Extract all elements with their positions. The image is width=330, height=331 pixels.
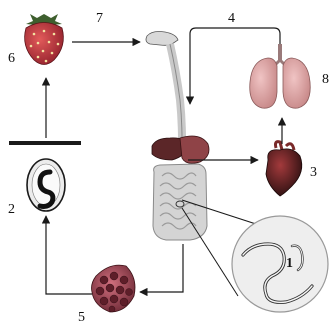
digestive-tract-icon (146, 32, 209, 241)
label-3: 3 (310, 166, 317, 180)
label-2: 2 (8, 203, 15, 217)
larvae-cluster-icon (92, 265, 136, 312)
lungs-icon (250, 44, 311, 108)
barrier-bar (9, 141, 81, 145)
strawberry-icon (25, 14, 64, 65)
label-8: 8 (322, 73, 329, 87)
label-4: 4 (228, 12, 235, 26)
label-1: 1 (286, 257, 293, 271)
heart-icon (266, 142, 302, 196)
label-7: 7 (96, 12, 103, 26)
arrow-5-to-2 (46, 216, 92, 294)
label-6: 6 (8, 52, 15, 66)
arrow-to-5 (140, 244, 183, 292)
label-5: 5 (78, 311, 85, 325)
worm-egg-icon (27, 159, 65, 211)
